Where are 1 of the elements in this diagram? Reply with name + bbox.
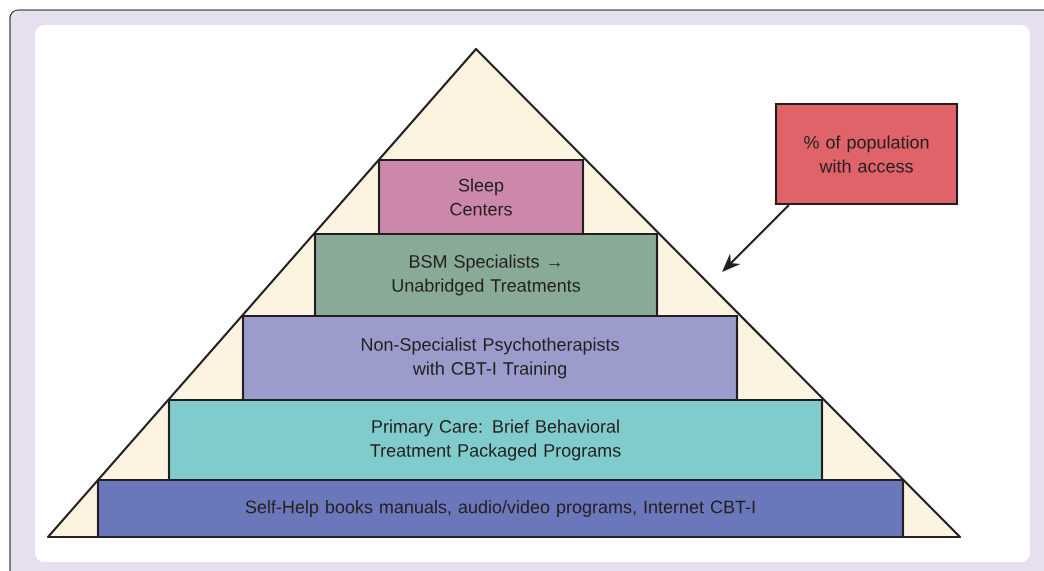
callout-box: % of population with access	[774, 102, 959, 206]
